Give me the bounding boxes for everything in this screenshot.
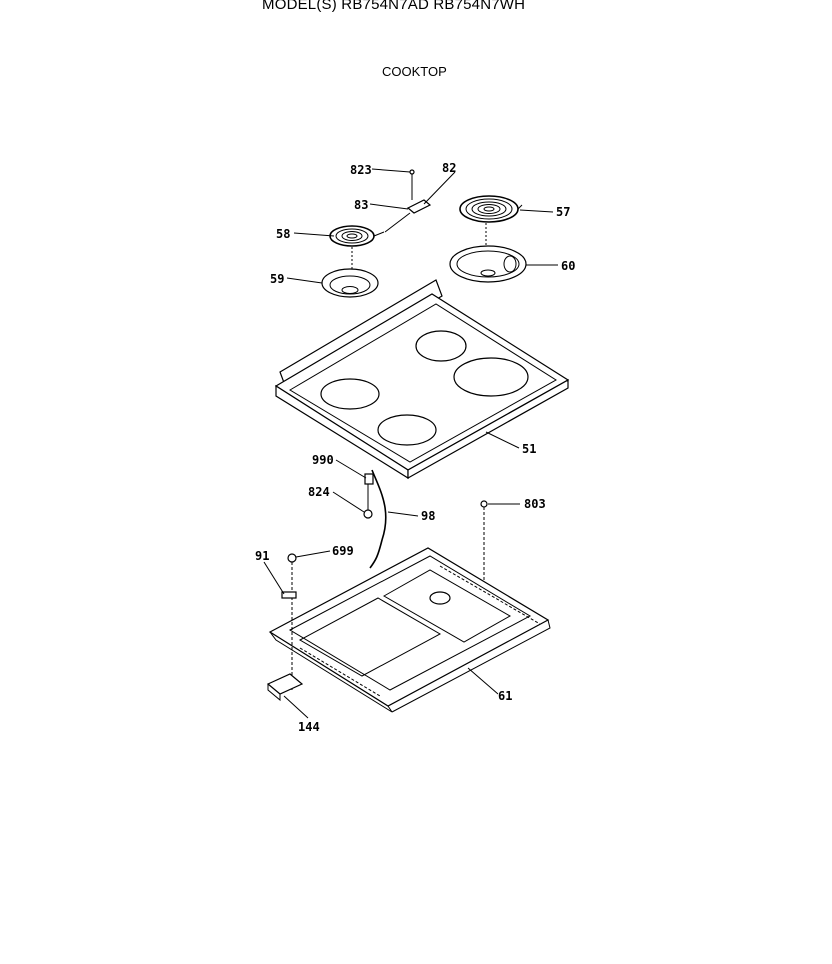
label-83: 83 xyxy=(354,198,368,212)
drip-pan-59 xyxy=(321,268,379,298)
clip-91 xyxy=(281,591,297,599)
label-51: 51 xyxy=(522,442,536,456)
clip-990 xyxy=(364,473,374,485)
section-title: COOKTOP xyxy=(382,64,447,79)
label-823: 823 xyxy=(350,163,372,177)
label-699: 699 xyxy=(332,544,354,558)
label-91: 91 xyxy=(255,549,269,563)
surface-unit-57 xyxy=(459,195,523,223)
label-144: 144 xyxy=(298,720,320,734)
label-57: 57 xyxy=(556,205,570,219)
label-98: 98 xyxy=(421,509,435,523)
label-824: 824 xyxy=(308,485,330,499)
bracket-144 xyxy=(266,673,304,702)
surface-unit-58 xyxy=(329,225,385,247)
label-803: 803 xyxy=(524,497,546,511)
screw-699 xyxy=(287,553,297,690)
drip-pan-60 xyxy=(449,245,527,283)
label-58: 58 xyxy=(276,227,290,241)
terminal-block-82-83 xyxy=(384,199,432,233)
page-header: MODEL(S) RB754N7AD RB754N7WH xyxy=(0,0,832,18)
screw-824 xyxy=(363,484,373,519)
label-82: 82 xyxy=(442,161,456,175)
screw-823 xyxy=(409,169,415,200)
screw-803 xyxy=(480,500,488,582)
burner-box-61 xyxy=(268,547,551,713)
model-line: MODEL(S) RB754N7AD RB754N7WH xyxy=(262,0,526,13)
part-labels: 823 82 83 57 58 59 60 51 990 824 98 803 … xyxy=(255,161,575,734)
label-990: 990 xyxy=(312,453,334,467)
wire-harness-98 xyxy=(369,469,387,569)
label-61: 61 xyxy=(498,689,512,703)
cooktop-main-top-51 xyxy=(274,279,570,480)
leader-lines xyxy=(263,168,558,719)
label-59: 59 xyxy=(270,272,284,286)
label-60: 60 xyxy=(561,259,575,273)
